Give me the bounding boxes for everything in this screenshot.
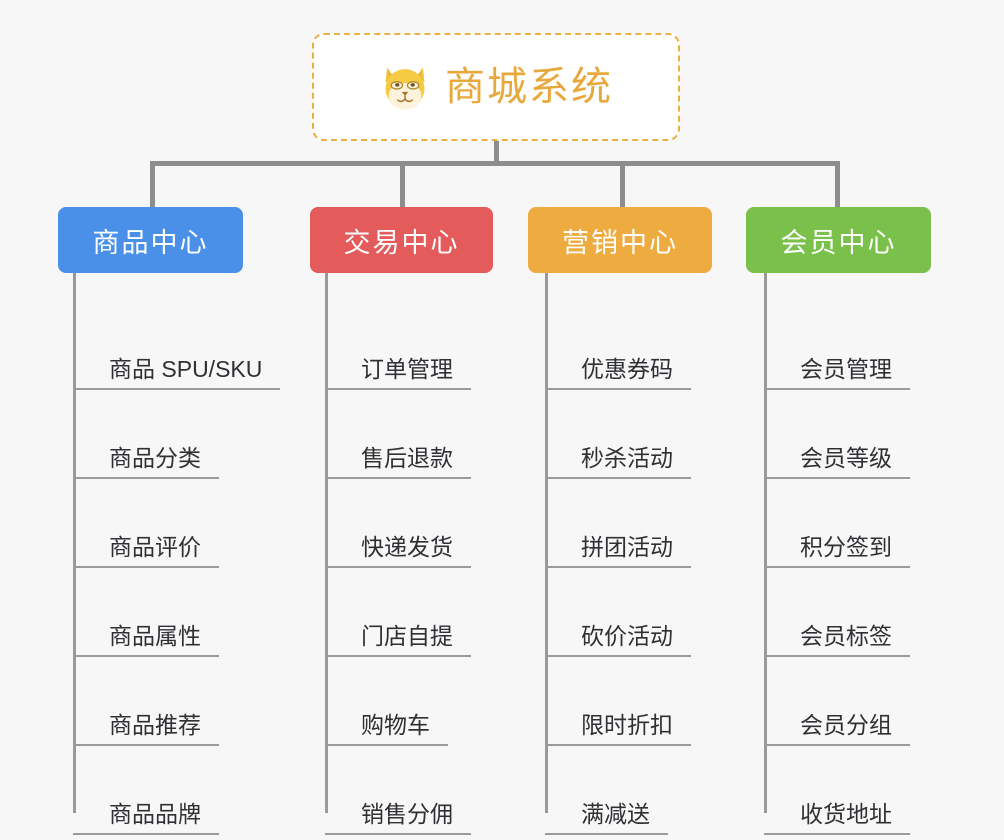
leaf-item[interactable]: 商品评价 [73,479,280,568]
leaf-item[interactable]: 购物车 [325,657,471,746]
leaf-item[interactable]: 限时折扣 [545,657,691,746]
connector-drop-2 [400,161,405,208]
leaf-item-label: 购物车 [325,714,448,746]
leaf-item[interactable]: 优惠券码 [545,301,691,390]
leaf-item-label: 订单管理 [325,358,471,390]
branch-header-label: 商品中心 [92,227,209,258]
leaf-list-marketing-center: 优惠券码秒杀活动拼团活动砍价活动限时折扣满减送 [545,301,691,835]
leaf-item[interactable]: 会员等级 [764,390,910,479]
branch-trunk-trade-center [325,273,328,813]
leaf-item-label: 会员标签 [764,625,910,657]
leaf-item-label: 商品属性 [73,625,219,657]
leaf-item[interactable]: 会员分组 [764,657,910,746]
branch-header-trade-center[interactable]: 交易中心 [310,207,493,273]
leaf-item-label: 门店自提 [325,625,471,657]
branch-trunk-marketing-center [545,273,548,813]
leaf-item[interactable]: 会员标签 [764,568,910,657]
leaf-item-label: 秒杀活动 [545,447,691,479]
leaf-item[interactable]: 商品 SPU/SKU [73,301,281,390]
leaf-item-label: 砍价活动 [545,625,691,657]
leaf-item[interactable]: 商品属性 [73,568,280,657]
leaf-item-label: 会员管理 [764,358,910,390]
leaf-item[interactable]: 商品品牌 [73,746,280,835]
leaf-item-label: 商品评价 [73,536,219,568]
connector-drop-1 [150,161,155,208]
branch-header-product-center[interactable]: 商品中心 [58,207,243,273]
leaf-item[interactable]: 门店自提 [325,568,471,657]
leaf-item-label: 商品品牌 [73,803,219,835]
leaf-item[interactable]: 秒杀活动 [545,390,691,479]
branch-header-label: 交易中心 [343,227,460,258]
leaf-list-product-center: 商品 SPU/SKU 商品分类商品评价商品属性商品推荐商品品牌 [73,301,281,835]
leaf-item-label: 限时折扣 [545,714,691,746]
leaf-item-label: 收货地址 [764,803,910,835]
leaf-item[interactable]: 商品推荐 [73,657,280,746]
leaf-item[interactable]: 积分签到 [764,479,910,568]
branch-trunk-member-center [764,273,767,813]
branch-trunk-product-center [73,273,76,813]
leaf-item-label: 满减送 [545,803,668,835]
leaf-item-label: 快递发货 [325,536,471,568]
leaf-list-trade-center: 订单管理售后退款快递发货门店自提购物车销售分佣 [325,301,471,835]
branch-header-label: 会员中心 [780,227,897,258]
leaf-item-label: 积分签到 [764,536,910,568]
connector-root-stem [494,141,499,164]
leaf-item-label: 销售分佣 [325,803,471,835]
leaf-item[interactable]: 砍价活动 [545,568,691,657]
root-title: 商城系统 [445,65,613,109]
leaf-item[interactable]: 收货地址 [764,746,910,835]
leaf-item-label: 会员分组 [764,714,910,746]
leaf-item-label: 售后退款 [325,447,471,479]
leaf-item[interactable]: 订单管理 [325,301,471,390]
leaf-item-label: 商品分类 [73,447,219,479]
leaf-item[interactable]: 拼团活动 [545,479,691,568]
leaf-item[interactable]: 销售分佣 [325,746,471,835]
branch-header-label: 营销中心 [562,227,678,258]
root-node[interactable]: 商城系统 [312,33,680,141]
leaf-item-label: 拼团活动 [545,536,691,568]
leaf-item[interactable]: 快递发货 [325,479,471,568]
leaf-item[interactable]: 商品分类 [73,390,280,479]
leaf-item-label: 会员等级 [764,447,910,479]
leaf-item-label: 优惠券码 [545,358,691,390]
leaf-list-member-center: 会员管理会员等级积分签到会员标签会员分组收货地址 [764,301,910,835]
leaf-item-label: 商品 SPU/SKU [73,358,281,390]
branch-header-marketing-center[interactable]: 营销中心 [528,207,712,273]
leaf-item-label: 商品推荐 [73,714,219,746]
connector-horizontal-bus [150,161,840,166]
leaf-item[interactable]: 售后退款 [325,390,471,479]
shiba-inu-dog-face-icon [385,67,425,110]
leaf-item[interactable]: 会员管理 [764,301,910,390]
leaf-item[interactable]: 满减送 [545,746,691,835]
branch-header-member-center[interactable]: 会员中心 [746,207,931,273]
connector-drop-4 [835,161,840,208]
connector-drop-3 [620,161,625,208]
